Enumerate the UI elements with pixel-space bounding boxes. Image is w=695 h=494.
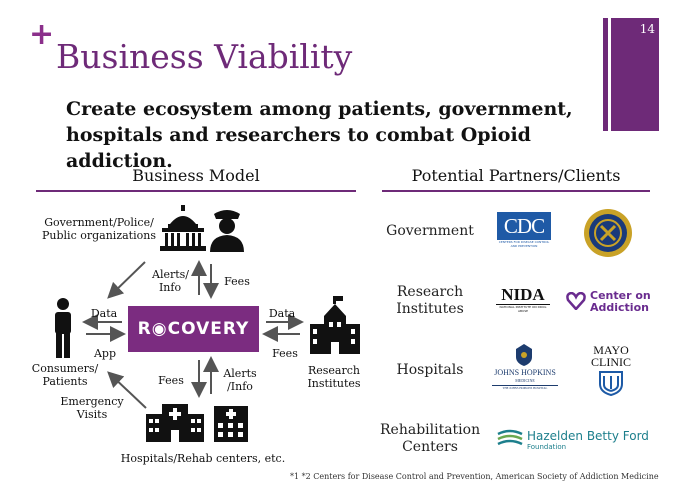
center-on-addiction-heart-icon	[566, 292, 586, 310]
page-number-box	[611, 18, 659, 131]
research-building-icon	[308, 296, 362, 356]
fees-label-bottom: Fees	[158, 374, 184, 387]
category-rehab: Rehabilitation Centers	[380, 422, 481, 455]
police-officer-icon	[208, 206, 246, 252]
page-number: 14	[639, 22, 655, 36]
footnote: *1 *2 Centers for Disease Control and Pr…	[290, 472, 659, 481]
business-model-heading: Business Model	[132, 166, 260, 185]
partners-heading: Potential Partners/Clients	[411, 166, 621, 185]
fees-label-right: Fees	[272, 347, 298, 360]
mayo-shield-icon	[598, 370, 624, 396]
recovery-logo: R◉COVERY	[128, 306, 259, 352]
clinic-icon	[214, 406, 248, 442]
data-label-left: Data	[90, 307, 118, 320]
mayo-clinic-logo: MAYO CLINIC	[591, 343, 631, 369]
cdc-logo: CDC CENTERS FOR DISEASE CONTROL AND PREV…	[497, 212, 551, 248]
category-government: Government	[386, 223, 474, 239]
johns-hopkins-shield-icon	[515, 344, 533, 366]
public-health-seal-icon	[583, 208, 633, 258]
business-model-rule	[36, 190, 356, 192]
capitol-icon	[160, 204, 206, 252]
slide-title: Business Viability	[56, 37, 353, 76]
category-hospitals: Hospitals	[396, 362, 464, 378]
accent-bar	[603, 18, 608, 131]
fees-label-top: Fees	[224, 275, 250, 288]
app-label-left: App	[93, 347, 117, 360]
alerts-info-label-bottom: Alerts /Info	[223, 367, 257, 393]
person-icon	[50, 297, 76, 359]
consumers-label: Consumers/ Patients	[31, 362, 99, 388]
partners-rule	[382, 190, 650, 192]
plus-icon: +	[29, 17, 55, 52]
data-label-right: Data	[268, 307, 296, 320]
emergency-visits-label: Emergency Visits	[60, 395, 124, 421]
alerts-info-label-top: Alerts/ Info	[152, 268, 190, 294]
hospital-icon	[146, 404, 204, 442]
research-label: Research Institutes	[307, 364, 361, 390]
hazelden-logo: Hazelden Betty Ford Foundation	[527, 429, 649, 451]
category-research: Research Institutes	[396, 284, 464, 317]
hazelden-icon	[496, 428, 524, 450]
government-label: Government/Police/ Public organizations	[42, 216, 156, 242]
nida-logo: NIDA NATIONAL INSTITUTE ON DRUG ABUSE	[496, 286, 550, 313]
hospitals-label: Hospitals/Rehab centers, etc.	[120, 452, 286, 465]
slide-subtitle: Create ecosystem among patients, governm…	[66, 98, 573, 172]
center-on-addiction-logo: Center on Addiction	[590, 289, 651, 314]
johns-hopkins-logo: JOHNS HOPKINS MEDICINE THE JOHNS HOPKINS…	[492, 368, 558, 391]
